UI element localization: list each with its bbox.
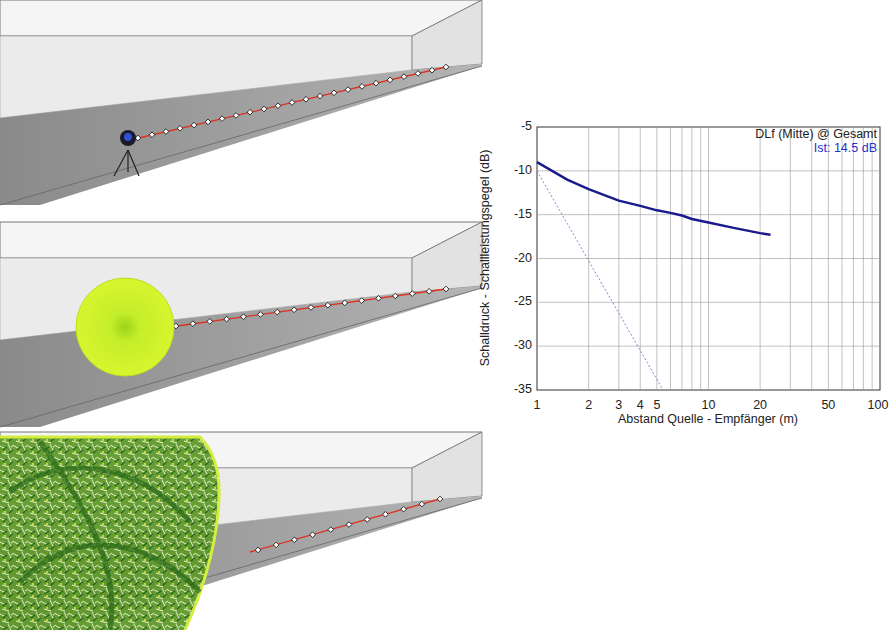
receiver-point xyxy=(364,517,370,523)
y-axis-title: Schalldruck - Schallleistungspegel (dB) xyxy=(478,150,492,367)
receiver-point xyxy=(273,542,279,548)
grid-line xyxy=(537,346,880,347)
y-tick: -5 xyxy=(521,120,532,134)
receiver-point xyxy=(401,74,407,80)
receiver-point xyxy=(317,93,323,99)
receiver-point xyxy=(205,119,211,125)
receiver-point xyxy=(346,522,352,528)
receiver-point xyxy=(419,501,425,507)
receiver-point xyxy=(190,321,196,327)
receiver-point xyxy=(292,537,298,543)
receiver-point xyxy=(401,506,407,512)
receiver-point xyxy=(191,122,197,128)
receiver-point xyxy=(387,77,393,83)
y-tick: -20 xyxy=(514,252,532,266)
grid-line xyxy=(537,170,880,171)
receiver-point xyxy=(303,96,309,102)
x-tick: 20 xyxy=(753,399,767,413)
grid-line xyxy=(537,214,880,215)
receiver-point xyxy=(426,288,432,294)
receiver-point xyxy=(207,319,213,325)
receiver-point xyxy=(274,309,280,315)
receiver-point xyxy=(289,100,295,106)
x-tick: 5 xyxy=(653,399,660,413)
x-axis-title: Abstand Quelle - Empfänger (m) xyxy=(618,413,798,427)
grid-line xyxy=(537,302,880,303)
receiver-point xyxy=(241,314,247,320)
x-tick: 2 xyxy=(585,399,592,413)
receiver-point xyxy=(415,71,421,77)
receiver-point xyxy=(443,64,449,70)
receiver-point xyxy=(233,113,239,119)
receiver-point xyxy=(383,511,389,517)
receiver-point xyxy=(258,312,264,318)
receiver-point xyxy=(224,316,230,322)
x-tick: 50 xyxy=(821,399,835,413)
x-tick: 4 xyxy=(637,399,644,413)
x-tick: 10 xyxy=(702,399,716,413)
receiver-point xyxy=(291,307,297,313)
y-tick: -25 xyxy=(514,295,532,309)
receiver-point xyxy=(437,496,443,502)
receiver-point xyxy=(255,547,261,553)
y-tick: -30 xyxy=(514,339,532,353)
receiver-point xyxy=(149,132,155,138)
receiver-point xyxy=(163,129,169,135)
receiver-point xyxy=(331,90,337,96)
receiver-point xyxy=(342,300,348,306)
receiver-point xyxy=(310,532,316,538)
receiver-point xyxy=(345,87,351,93)
level-curve xyxy=(537,162,771,235)
receiver-point xyxy=(328,527,334,533)
receiver-point xyxy=(409,291,415,297)
x-tick: 3 xyxy=(615,399,622,413)
receiver-point xyxy=(373,80,379,86)
receiver-point xyxy=(177,125,183,131)
y-tick: -15 xyxy=(514,208,532,222)
x-tick: 100 xyxy=(868,399,889,413)
receiver-point xyxy=(376,295,382,301)
y-tick: -10 xyxy=(514,164,532,178)
y-tick: -35 xyxy=(514,383,532,397)
receiver-point xyxy=(359,84,365,90)
x-tick: 1 xyxy=(534,399,541,413)
receiver-point xyxy=(308,305,314,311)
receiver-point xyxy=(247,109,253,115)
grid-line xyxy=(537,258,880,259)
receiver-point xyxy=(429,67,435,73)
receiver-point xyxy=(325,302,331,308)
receiver-point xyxy=(443,286,449,292)
chart-legend: DLf (Mitte) @ Gesamt xyxy=(755,128,877,142)
receiver-point xyxy=(219,116,225,122)
receiver-point xyxy=(261,106,267,112)
receiver-point xyxy=(359,298,365,304)
chart-legend: Ist: 14.5 dB xyxy=(814,142,877,156)
receiver-point xyxy=(393,293,399,299)
receiver-point xyxy=(275,103,281,109)
receiver-point xyxy=(135,135,141,141)
